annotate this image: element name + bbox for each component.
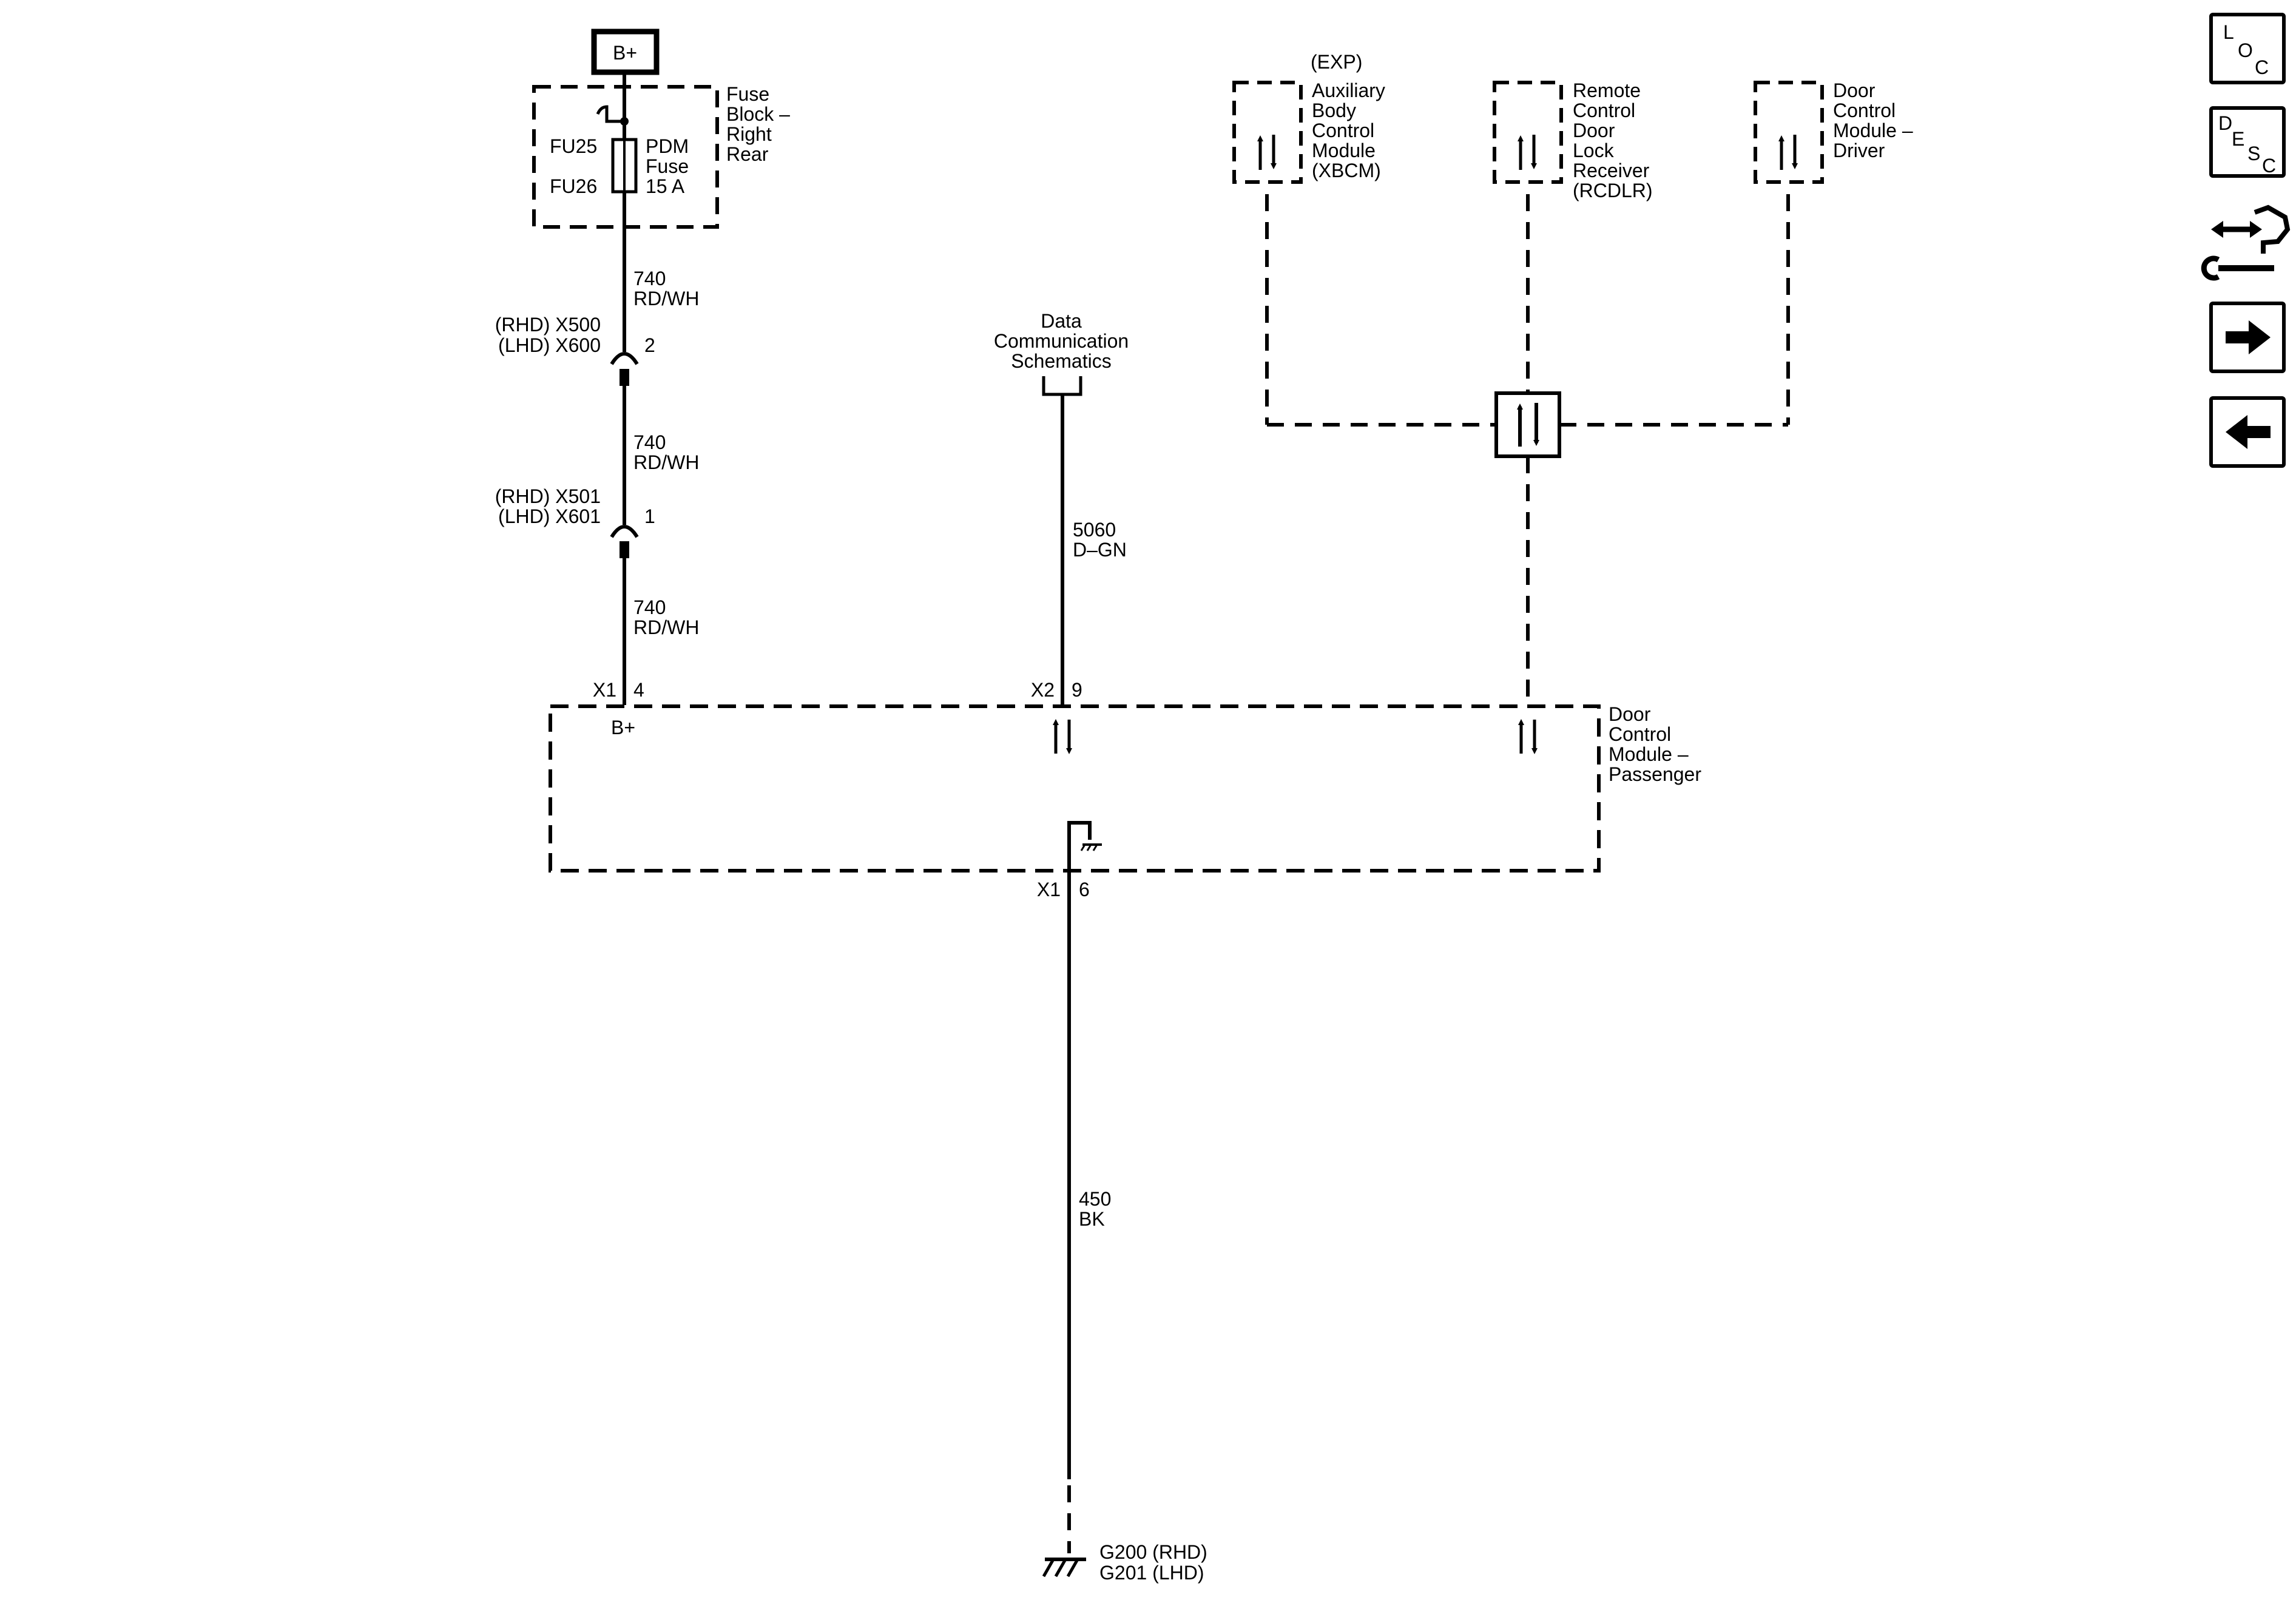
inline-connector-x500: (RHD) X500 (LHD) X600 2 [495,314,655,386]
fuse-id-fu25: FU25 [550,135,597,157]
previous-page-button[interactable] [2209,396,2286,468]
ground-g200: G200 (RHD) G201 (LHD) [1042,1541,1207,1584]
inline-connector-x501: (RHD) X501 (LHD) X601 1 [495,485,655,558]
bidirectional-arrows-icon [1518,719,1538,754]
svg-text:D: D [2218,112,2232,134]
bplus-source-label: B+ [613,42,637,64]
wire-color-label: RD/WH [633,288,699,309]
svg-text:C: C [2262,155,2276,177]
dcm-driver-name: Control [1833,100,1896,121]
fuse-block-name: Right [726,123,772,145]
description-icon: D E S C [2218,112,2276,177]
dcm-passenger-name: Passenger [1609,763,1701,785]
data-comm-label: Data [1041,310,1082,332]
connector-rhd-label: (RHD) X501 [495,485,601,507]
bidirectional-arrows-icon [1518,135,1537,170]
next-page-button[interactable] [2209,302,2286,373]
arrow-right-icon [2226,320,2271,354]
serial-data-bus [1265,194,1790,705]
pin-number-label: 9 [1072,679,1082,701]
xbcm-name: (XBCM) [1312,160,1381,181]
data-comm-label: Communication [994,330,1129,352]
xbcm-name: Control [1312,120,1374,141]
pin-connector-label: X1 [593,679,616,701]
connector-lhd-label: (LHD) X600 [498,334,601,356]
svg-text:S: S [2247,143,2260,164]
rcdlr-name: (RCDLR) [1573,180,1653,201]
svg-text:O: O [2238,39,2253,61]
wire-color-label: RD/WH [633,616,699,638]
connector-rhd-label: (RHD) X500 [495,314,601,336]
wire-circuit-label: 5060 [1073,519,1116,541]
xbcm-name: Module [1312,140,1376,161]
fuse-block-name: Rear [726,143,769,165]
rcdlr-module: Remote Control Door Lock Receiver (RCDLR… [1493,79,1653,201]
xbcm-module: (EXP) Auxiliary Body Control Module (XBC… [1232,51,1385,184]
wire-circuit-label: 740 [633,268,666,289]
fuse-desc-line: Fuse [646,155,689,177]
dcm-passenger-name: Control [1609,723,1671,745]
ground-icon [1042,1558,1086,1578]
bidirectional-arrows-icon [1778,135,1798,170]
svg-text:E: E [2232,128,2244,150]
wire-circuit-label: 740 [633,431,666,453]
wire-color-label: BK [1079,1208,1105,1230]
dcm-passenger-name: Door [1609,703,1651,725]
bidirectional-arrows-icon [1257,135,1277,170]
pin-connector-label: X2 [1031,679,1055,701]
connector-pin-label: 1 [644,505,655,527]
door-control-module-driver: Door Control Module – Driver [1754,79,1913,184]
svg-text:C: C [2255,56,2269,78]
bidirectional-arrows-icon [1053,719,1072,754]
location-button[interactable]: L O C [2209,13,2286,84]
fuse-desc-line: 15 A [646,175,685,197]
fuse-block-name: Fuse [726,83,769,105]
dcm-driver-name: Door [1833,79,1876,101]
door-control-module-passenger: Door Control Module – Passenger X1 4 B+ … [549,679,1701,900]
fuse-block-name: Block – [726,103,790,125]
dcm-driver-name: Driver [1833,140,1885,161]
connector-wrench-icon [2201,204,2291,281]
wire-color-label: D–GN [1073,539,1127,561]
connector-view-button[interactable] [2201,204,2291,281]
wire-740: 740 RD/WH 740 RD/WH 740 RD/WH [623,85,699,705]
rcdlr-name: Receiver [1573,160,1650,181]
connector-pin-label: 2 [644,334,655,356]
pin-number-label: 4 [633,679,644,701]
rcdlr-name: Door [1573,120,1615,141]
arrow-left-icon [2226,415,2271,449]
pin-number-label: 6 [1079,879,1090,900]
ground-lhd-label: G201 (LHD) [1099,1562,1204,1584]
fuse-desc-line: PDM [646,135,689,157]
wire-5060: 5060 D–GN [1061,394,1127,705]
wire-circuit-label: 450 [1079,1188,1111,1210]
data-splice-icon [1494,391,1561,458]
fuse-id-fu26: FU26 [550,175,597,197]
connector-lhd-label: (LHD) X601 [498,505,601,527]
chassis-ground-icon [1080,843,1102,851]
dcm-driver-name: Module – [1833,120,1913,141]
svg-text:L: L [2223,21,2234,43]
pin-connector-label: X1 [1037,879,1061,900]
rcdlr-name: Lock [1573,140,1615,161]
xbcm-name: Body [1312,100,1356,121]
dcm-passenger-name: Module – [1609,743,1689,765]
data-communication-reference: Data Communication Schematics [994,310,1129,396]
data-comm-label: Schematics [1011,350,1111,372]
bplus-source: B+ [591,29,660,75]
rcdlr-name: Remote [1573,79,1641,101]
fuse-block: FU25 FU26 PDM Fuse 15 A Fuse Block – Rig… [532,83,790,229]
xbcm-option-label: (EXP) [1311,51,1362,73]
rcdlr-name: Control [1573,100,1635,121]
xbcm-name: Auxiliary [1312,79,1385,101]
wire-circuit-label: 740 [633,596,666,618]
description-button[interactable]: D E S C [2209,106,2286,178]
ground-rhd-label: G200 (RHD) [1099,1541,1207,1563]
location-icon: L O C [2223,21,2269,78]
pin-function-label: B+ [611,717,635,738]
wire-450: 450 BK [1067,823,1111,1553]
wire-color-label: RD/WH [633,451,699,473]
